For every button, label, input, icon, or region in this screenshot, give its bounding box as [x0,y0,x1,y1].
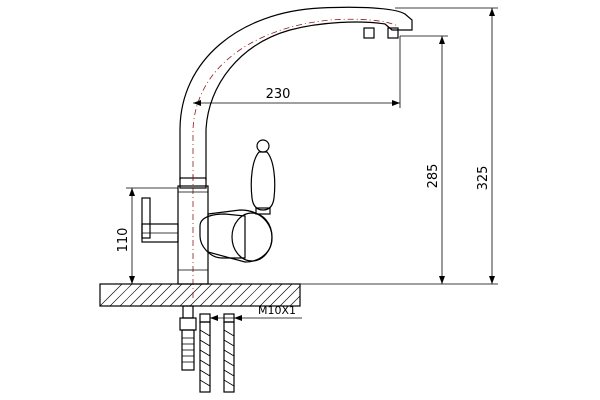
thread-label: M10X1 [258,304,296,317]
countertop-hatching [99,283,301,307]
dim-spout-reach: 230 [193,36,401,108]
dim-outlet-height: 285 [300,35,498,285]
faucet-spout [179,6,413,180]
dim-handle-height-label: 110 [116,228,131,253]
hose-left [199,313,211,393]
dim-spout-reach-label: 230 [266,87,291,102]
dim-handle-height: 110 [116,187,178,285]
mixer-housing [199,209,273,263]
countertop [99,283,301,307]
dim-outlet-height-label: 285 [426,164,441,189]
hose-right [223,313,235,393]
threaded-stem [179,305,197,371]
dim-total-height: 325 [395,7,498,284]
dim-total-height-label: 325 [476,166,491,191]
left-lever [141,197,179,243]
lever-handle [250,139,276,215]
thread-callout: M10X1 [210,304,302,321]
